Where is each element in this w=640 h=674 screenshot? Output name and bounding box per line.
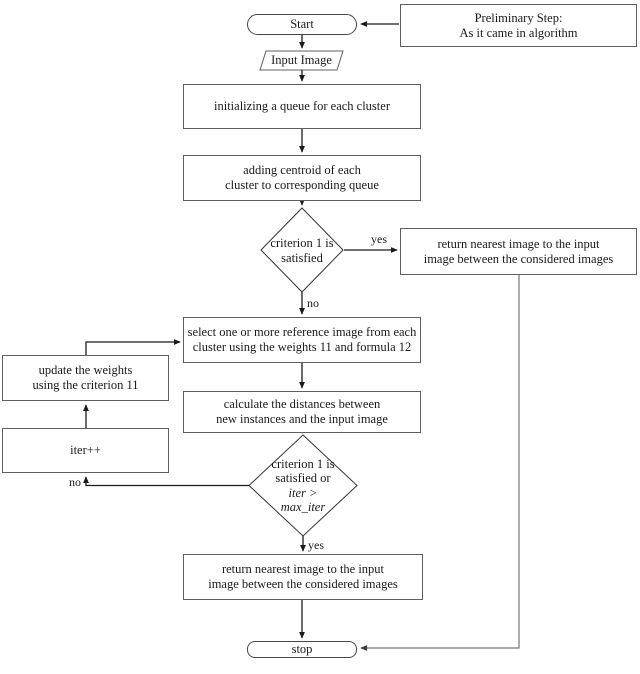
node-stop: stop: [247, 641, 357, 658]
node-decision1-label: criterion 1 is satisfied: [252, 236, 352, 266]
node-preliminary-line1: Preliminary Step:: [474, 10, 563, 25]
node-calculate-distances-line1: calculate the distances between: [223, 397, 381, 411]
node-update-weights-line1: update the weights: [38, 363, 133, 377]
edge-returntop-to-stop: [360, 275, 520, 651]
node-stop-label: stop: [291, 642, 313, 656]
decision1-line1: criterion 1 is: [270, 236, 334, 250]
node-preliminary-line2: As it came in algorithm: [459, 25, 578, 40]
node-return-bottom: return nearest image to the input image …: [183, 554, 423, 600]
node-calculate-distances: calculate the distances between new inst…: [183, 391, 421, 433]
node-return-bottom-line2: image between the considered images: [208, 577, 398, 591]
node-select-reference: select one or more reference image from …: [183, 317, 421, 363]
edge-label-decision1-no: no: [307, 296, 319, 310]
node-return-bottom-line1: return nearest image to the input: [221, 562, 385, 576]
node-start: Start: [247, 14, 357, 35]
node-input-image: Input Image: [260, 51, 343, 70]
node-init-queue-label: initializing a queue for each cluster: [214, 99, 390, 113]
node-decision2-label: criterion 1 is satisfied or iter > max_i…: [248, 456, 358, 515]
node-preliminary-step: Preliminary Step: As it came in algorith…: [400, 4, 637, 47]
node-update-weights: update the weights using the criterion 1…: [2, 355, 169, 401]
node-calculate-distances-line2: new instances and the input image: [216, 412, 388, 426]
node-update-weights-line2: using the criterion 11: [32, 378, 139, 392]
node-select-reference-line2: cluster using the weights 11 and formula…: [192, 340, 412, 354]
edge-label-decision2-yes: yes: [308, 538, 324, 552]
edge-update-to-select: [85, 339, 181, 355]
node-add-centroid: adding centroid of each cluster to corre…: [183, 155, 421, 201]
decision2-line4: max_iter: [280, 500, 326, 514]
node-add-centroid-line2: cluster to corresponding queue: [225, 178, 379, 192]
edge-label-decision2-no: no: [69, 475, 81, 489]
edge-decision2-no: [83, 476, 249, 487]
input-image-parallelogram: [259, 50, 344, 71]
node-return-top: return nearest image to the input image …: [400, 228, 637, 275]
node-start-label: Start: [290, 17, 314, 31]
node-iter-increment-label: iter++: [70, 443, 101, 457]
decision2-line1: criterion 1 is: [271, 456, 335, 471]
node-return-top-line1: return nearest image to the input: [437, 236, 600, 251]
decision1-line2: satisfied: [281, 251, 323, 265]
decision2-line3: iter >: [288, 485, 318, 500]
node-input-image-label: Input Image: [271, 53, 332, 67]
decision2-line2: satisfied or: [275, 471, 331, 485]
edge-label-decision1-yes: yes: [371, 232, 387, 246]
node-select-reference-line1: select one or more reference image from …: [187, 325, 417, 339]
node-return-top-line2: image between the considered images: [423, 251, 614, 266]
node-add-centroid-line1: adding centroid of each: [243, 163, 361, 177]
node-init-queue: initializing a queue for each cluster: [183, 84, 421, 129]
node-iter-increment: iter++: [2, 428, 169, 473]
